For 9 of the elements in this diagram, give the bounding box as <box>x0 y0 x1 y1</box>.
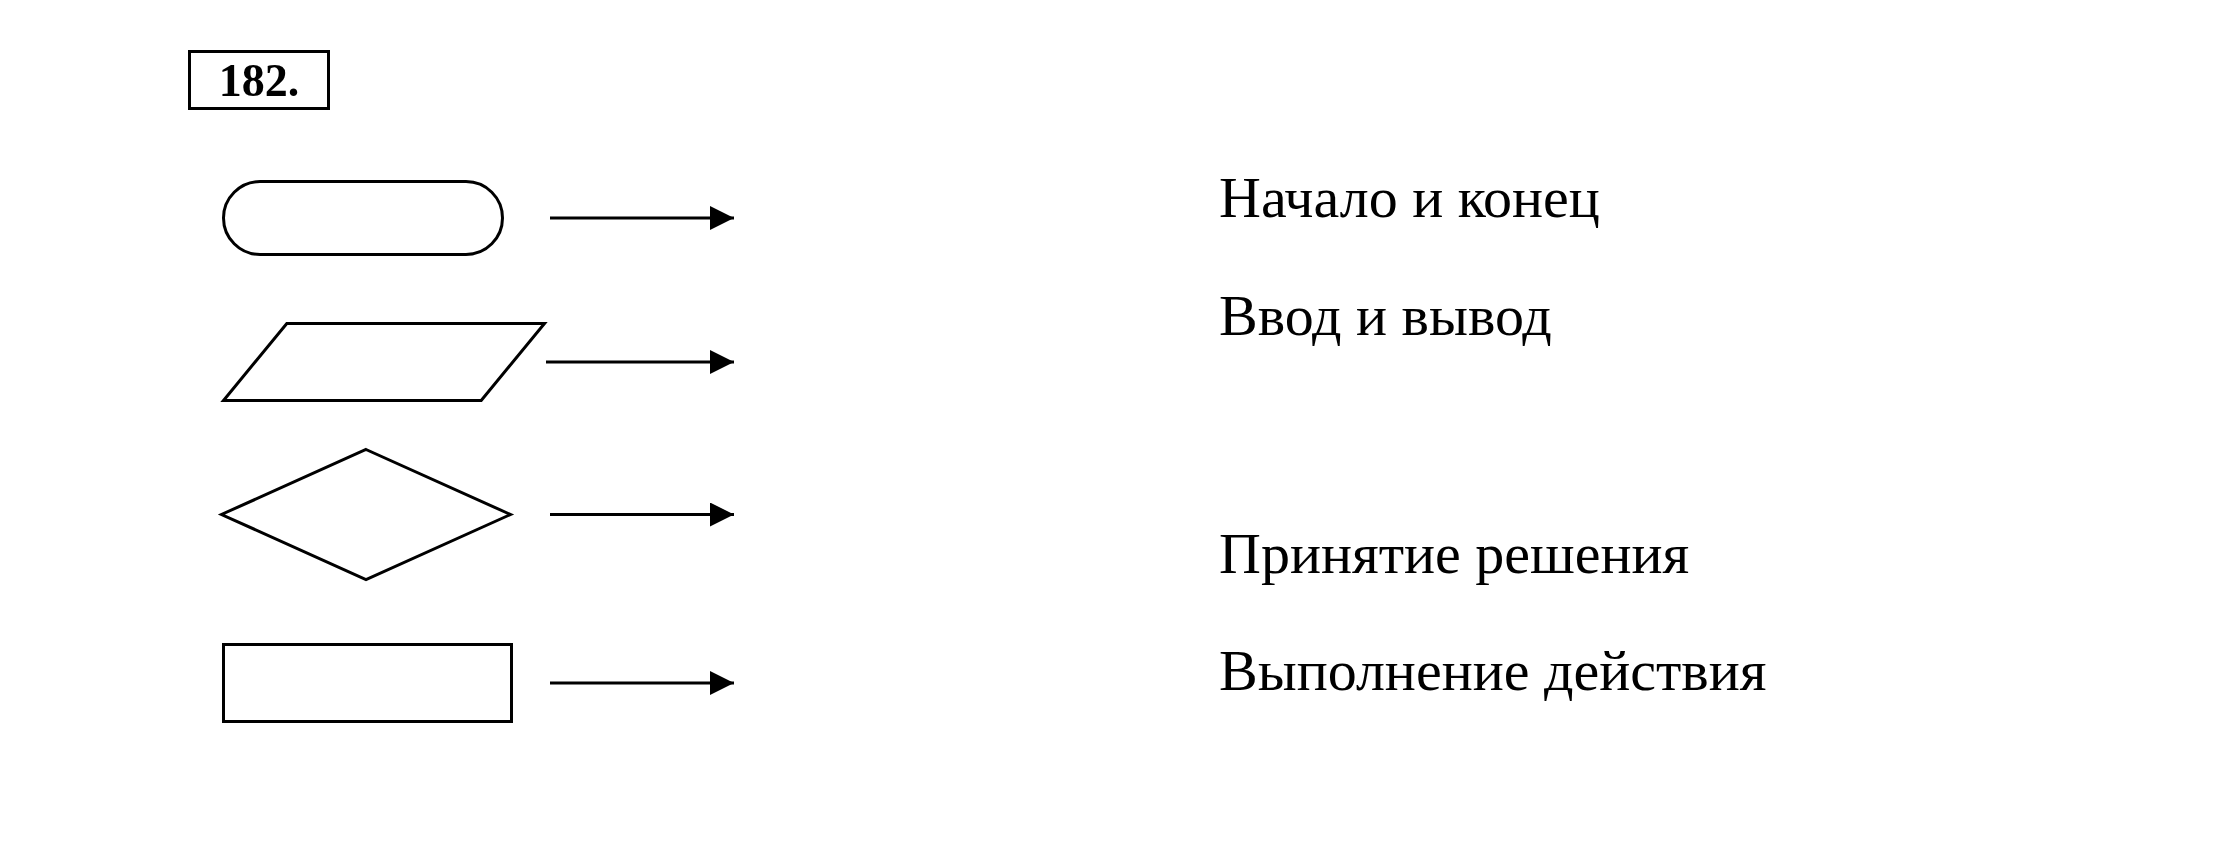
shape-meaning-text: Начало и конец <box>1219 164 1600 231</box>
arrow <box>550 671 734 695</box>
shape-meaning-text: Принятие решения <box>1219 520 1690 587</box>
exercise-number-box: 182. <box>188 50 330 110</box>
arrow <box>550 502 734 527</box>
shape-meaning-text: Выполнение действия <box>1219 637 1767 704</box>
shape-meaning-text: Ввод и вывод <box>1219 282 1552 349</box>
arrow <box>546 350 734 374</box>
arrow <box>550 206 734 230</box>
